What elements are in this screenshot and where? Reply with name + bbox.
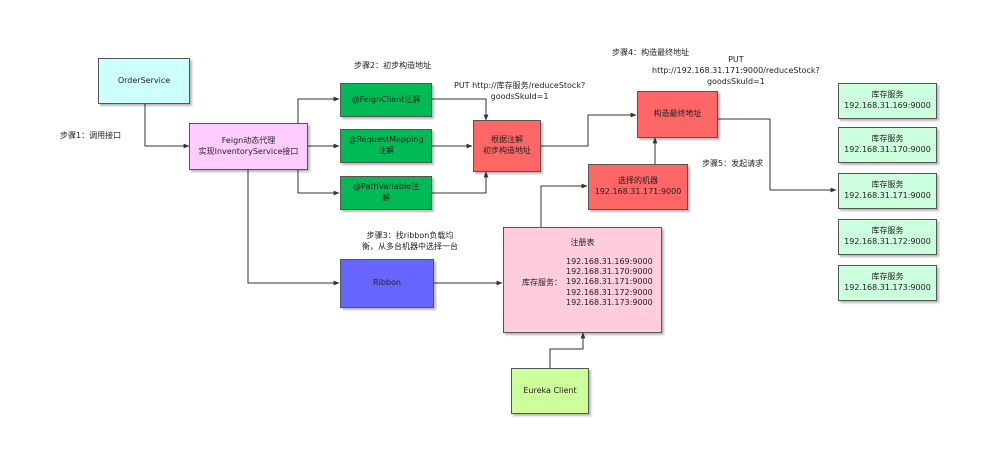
edge-build-to-final [541, 112, 637, 147]
inventory-instance-node: 库存服务 192.168.31.171:9000 [838, 173, 937, 209]
edge-feign-to-feignclient [297, 96, 340, 123]
final-url-label: 构造最终地址 [653, 109, 702, 119]
registry-address: 192.168.31.170:9000 [566, 267, 653, 277]
path-variable-annotation-node: @PathVariable注解 [340, 176, 432, 210]
inventory-instance-node: 库存服务 192.168.31.169:9000 [838, 83, 937, 119]
edge-feignclient-to-build [432, 98, 489, 121]
step2-label: 步骤2：初步构造地址 [354, 61, 432, 70]
put-final-url-label: PUT http://192.168.31.171:9000/reduceSto… [652, 55, 820, 86]
edge-order-to-feign [144, 104, 190, 149]
inventory-instance-addr: 192.168.31.169:9000 [844, 101, 931, 110]
inventory-instance-name: 库存服务 [871, 272, 904, 282]
feign-client-annotation-label: @FeignClient注解 [351, 94, 421, 104]
step3-label: 步骤3：找ribbon负载均 衡，从多台机器中选择一台 [362, 231, 458, 251]
order-service-node: OrderService [98, 58, 190, 104]
step4-label: 步骤4：构造最终地址 [612, 48, 690, 57]
chosen-machine-label: 选择的机器 192.168.31.171:9000 [594, 176, 682, 196]
ribbon-node: Ribbon [340, 259, 434, 308]
inventory-instance-node: 库存服务 192.168.31.172:9000 [838, 219, 937, 255]
edge-feign-to-ribbon [247, 170, 340, 286]
registry-address-list: 192.168.31.169:9000 192.168.31.170:9000 … [566, 257, 653, 308]
inventory-instance-addr: 192.168.31.172:9000 [844, 237, 931, 246]
inventory-instance-name: 库存服务 [871, 90, 904, 100]
registry-node: 注册表 库存服务： 192.168.31.169:9000 192.168.31… [503, 227, 662, 333]
request-mapping-annotation-label: @RequestMapping注解 [348, 135, 424, 155]
step1-label: 步骤1：调用接口 [60, 131, 122, 140]
final-url-node: 构造最终地址 [637, 91, 718, 138]
step5-label: 步骤5：发起请求 [702, 159, 764, 168]
request-mapping-annotation-node: @RequestMapping注解 [340, 129, 432, 163]
feign-proxy-node: Feign动态代理 实现InventoryService接口 [189, 123, 308, 170]
inventory-instance-name: 库存服务 [871, 226, 904, 236]
eureka-client-node: Eureka Client [511, 368, 589, 414]
inventory-instance-addr: 192.168.31.171:9000 [844, 191, 931, 200]
ribbon-label: Ribbon [373, 278, 401, 288]
feign-client-annotation-node: @FeignClient注解 [340, 83, 432, 117]
eureka-client-label: Eureka Client [523, 385, 577, 395]
inventory-instance-name: 库存服务 [871, 180, 904, 190]
build-url-label: 根据注解 初步构造地址 [483, 135, 531, 155]
chosen-machine-node: 选择的机器 192.168.31.171:9000 [588, 164, 688, 210]
inventory-instance-node: 库存服务 192.168.31.173:9000 [838, 265, 937, 301]
put-initial-url-label: PUT http://库存服务/reduceStock? goodsSkuId=… [454, 81, 586, 101]
order-service-label: OrderService [117, 75, 171, 85]
edge-registry-to-chosen [540, 183, 588, 227]
edge-eureka-to-registry [549, 332, 586, 368]
inventory-instance-name: 库存服务 [871, 134, 904, 144]
registry-address: 192.168.31.169:9000 [566, 257, 653, 266]
edge-feign-to-pathvariable [297, 170, 340, 196]
registry-address: 192.168.31.171:9000 [566, 277, 653, 287]
build-url-node: 根据注解 初步构造地址 [473, 120, 541, 172]
edge-pathvariable-to-build [432, 171, 489, 194]
registry-service-label: 库存服务： [522, 278, 562, 287]
path-variable-annotation-label: @PathVariable注解 [353, 182, 419, 202]
registry-title: 注册表 [570, 238, 595, 247]
feign-proxy-label: Feign动态代理 实现InventoryService接口 [198, 135, 299, 156]
inventory-instance-addr: 192.168.31.173:9000 [844, 283, 931, 292]
edge-final-to-instance [718, 118, 837, 193]
registry-address: 192.168.31.172:9000 [566, 287, 653, 297]
inventory-instance-node: 库存服务 192.168.31.170:9000 [838, 127, 937, 163]
inventory-instance-addr: 192.168.31.170:9000 [844, 145, 931, 154]
registry-address: 192.168.31.173:9000 [566, 297, 653, 307]
